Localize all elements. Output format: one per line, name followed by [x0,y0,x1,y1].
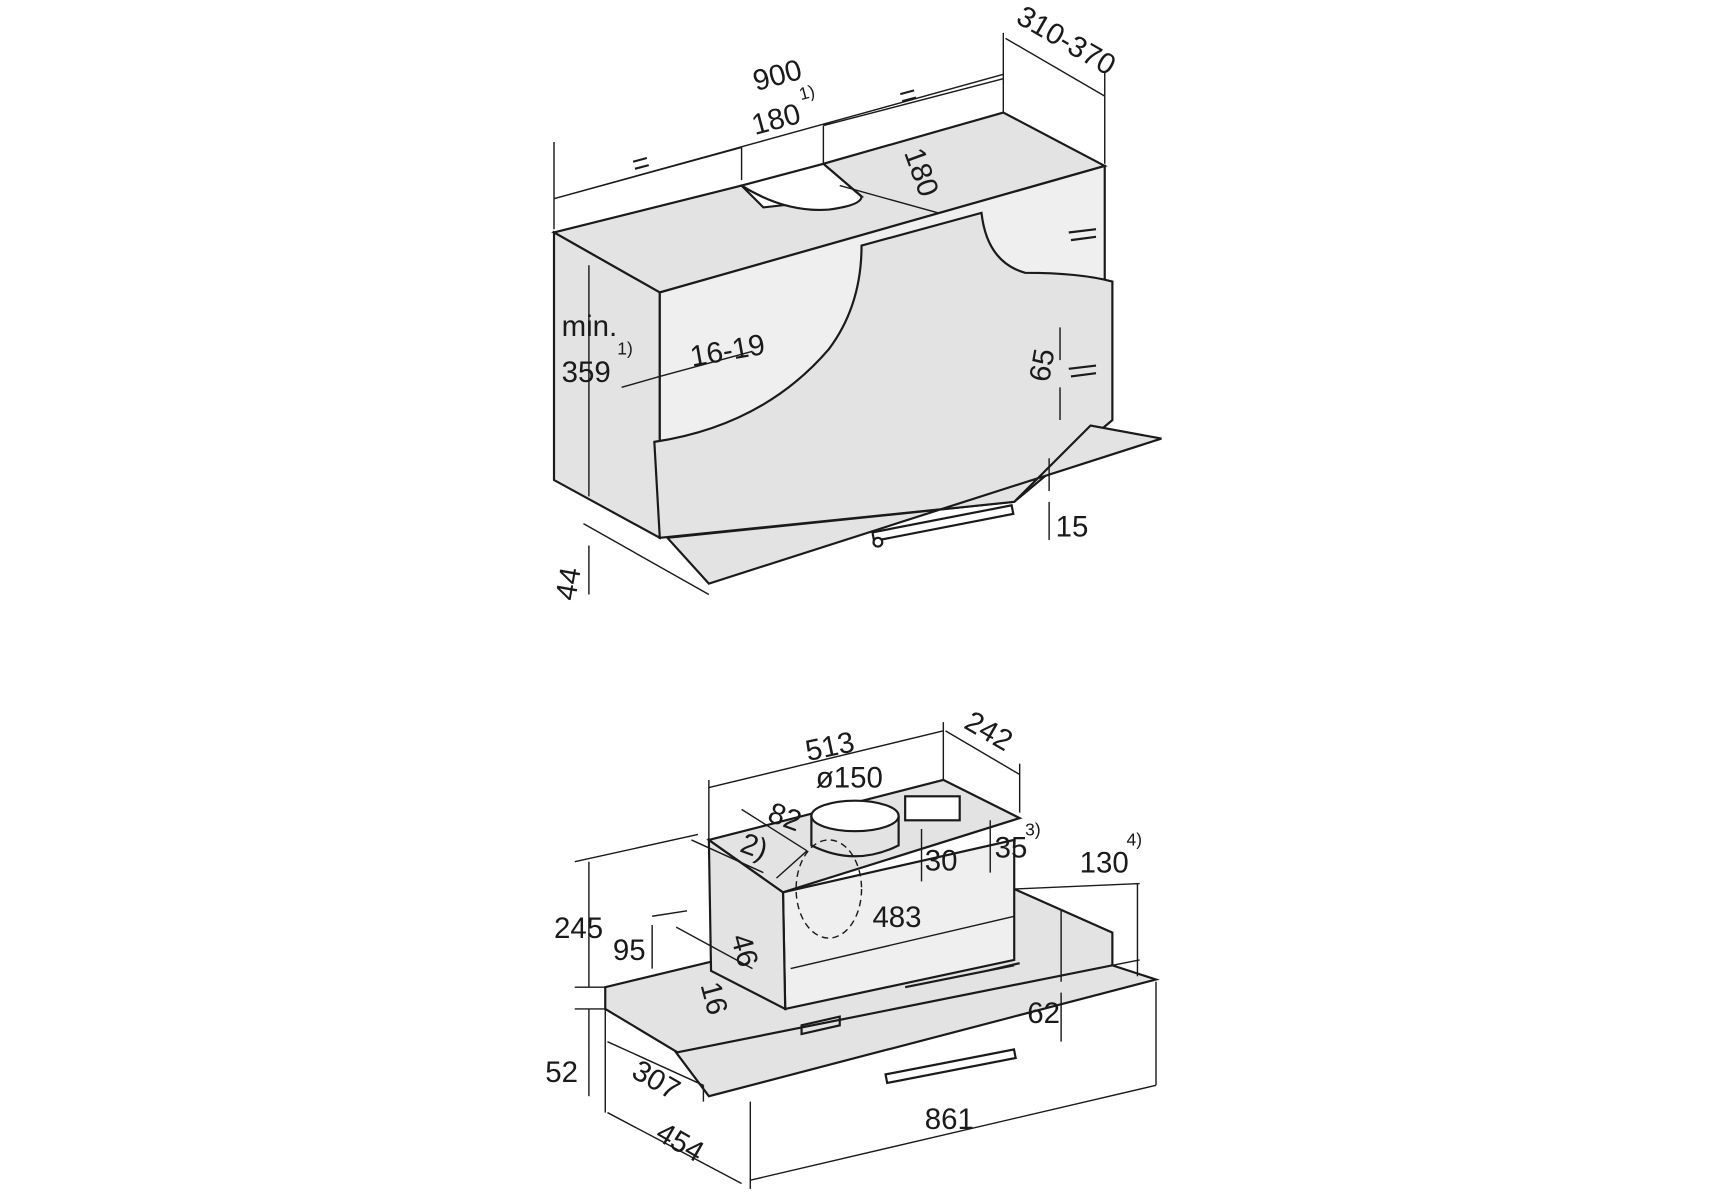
exhaust-duct-body [810,815,900,858]
dimension-lines-bottom [574,722,1157,1189]
dim-total-width: 861 [925,1103,974,1136]
dim-total-height: 245 [554,912,603,945]
footnote-3: 3) [1025,820,1041,840]
hood-body [653,211,1114,540]
visor-handle-bottom [884,1048,1017,1085]
wall-bracket-upper [1068,228,1097,242]
dim-equal-right: = [896,78,921,114]
hood-bottom-visor [674,964,1160,1098]
dim-box-height: 35 [995,831,1028,864]
dim-side-height: 95 [613,934,646,967]
dim-width-900: 900 [749,53,805,98]
dim-min-height: 359 [562,356,611,389]
dim-cutout-offset-value: 180 [748,97,804,142]
dim-duct-diameter: ø150 [816,762,883,795]
dim-total-extension: 130 [1080,847,1129,880]
visor-screw [872,536,884,548]
duct-hidden-outline [795,839,863,939]
dim-min-label: min. [562,310,618,343]
dim-bottom-offset: 44 [549,565,587,603]
wall-bracket-lower [1068,364,1097,378]
dim-inner-width: 483 [872,901,921,934]
hood-dimension-view [574,722,1160,1189]
dim-visor-gap: 15 [1056,511,1089,544]
visor-handle [871,504,1015,543]
electrical-box [904,795,961,822]
exhaust-duct-top [810,799,900,833]
hood-visor [665,424,1162,585]
duct-cutout [738,162,863,212]
cabinet-installation-view [551,32,1162,596]
control-slots [800,962,1020,1036]
dim-total-depth: 454 [650,1116,709,1169]
footnote-1-height: 1) [617,339,633,359]
footnote-4: 4) [1127,829,1143,849]
dimension-lines-top [553,32,1106,596]
dim-depth-range: 310-370 [1011,0,1121,82]
dim-inner-depth: 307 [626,1054,685,1107]
dim-bracket-spacing: 65 [1023,346,1061,384]
dim-visor-height: 52 [545,1056,578,1089]
dim-front-height: 62 [1027,997,1060,1030]
footnote-1: 1) [797,81,817,104]
dim-duct-height: 30 [925,844,958,877]
dim-housing-depth: 242 [959,705,1018,758]
